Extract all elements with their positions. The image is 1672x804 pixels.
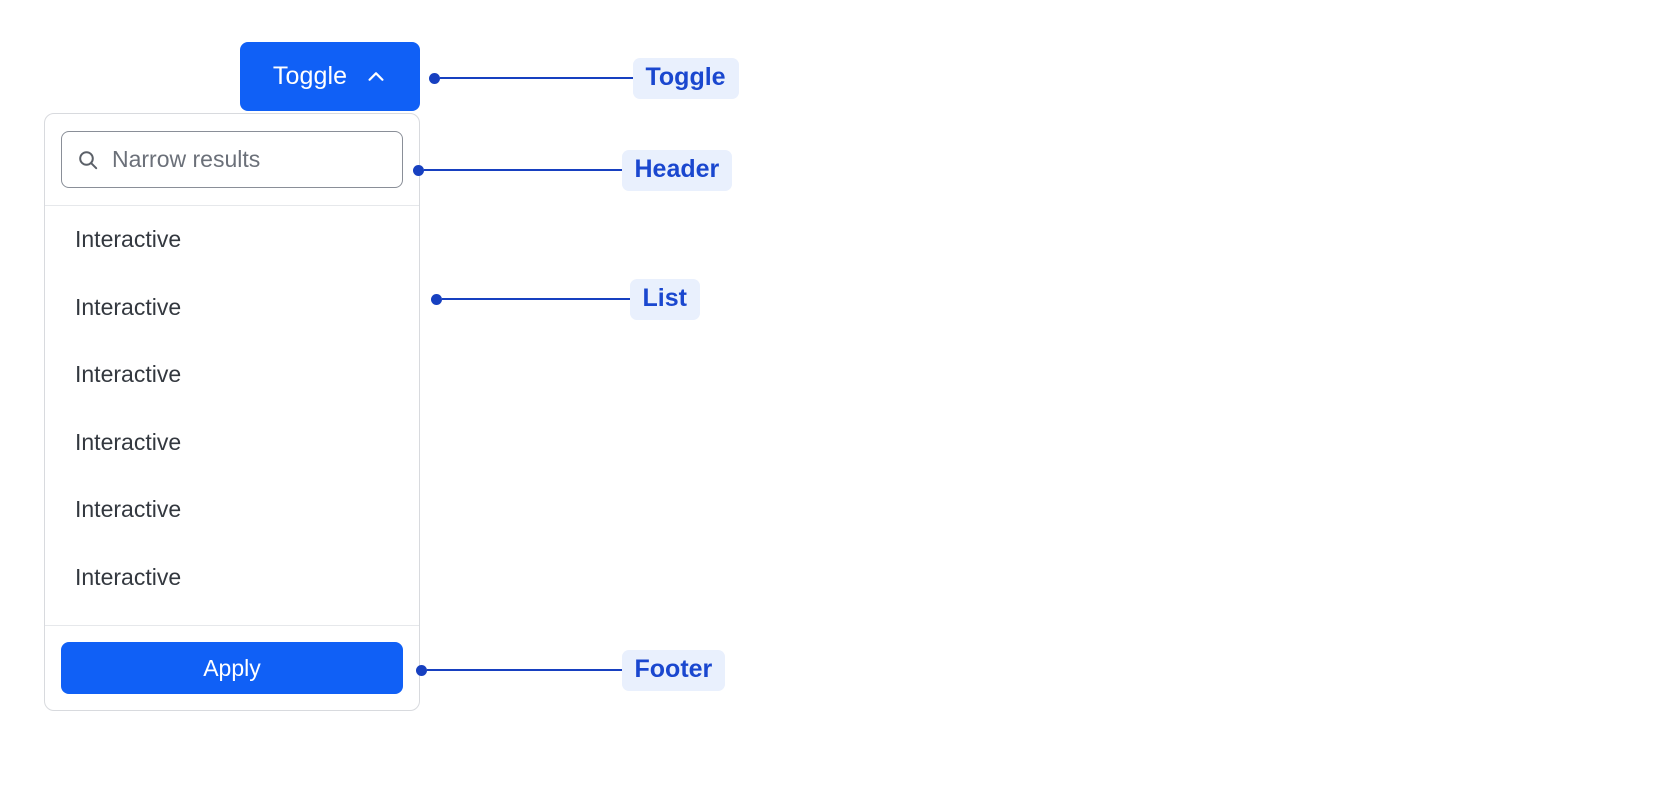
search-icon [76,148,100,172]
panel-header [45,114,419,206]
chevron-up-icon [365,66,387,88]
list-item[interactable]: Interactive [45,206,419,274]
annotation-line [439,77,634,79]
list-item[interactable]: Interactive [45,341,419,409]
annotation-dot [428,72,440,84]
annotation-label: Header [621,149,733,191]
search-input[interactable] [112,146,388,173]
panel-footer: Apply [45,625,419,710]
list-item-label: Interactive [75,496,182,523]
search-box[interactable] [61,131,403,188]
annotation-line [426,669,623,671]
annotation-label: Toggle [632,57,739,99]
list-item-label: Interactive [75,361,182,388]
list-item-label: Interactive [75,226,182,253]
dropdown-panel: Interactive Interactive Interactive Inte… [44,113,420,711]
list-item-label: Interactive [75,293,182,320]
list-item[interactable]: Interactive [45,274,419,342]
toggle-button-label: Toggle [272,62,348,90]
annotation-dot [412,164,424,176]
list-item[interactable]: Interactive [45,409,419,477]
toggle-button[interactable]: Toggle [240,42,420,111]
annotation-dot [415,664,427,676]
list-item-label: Interactive [75,563,182,590]
annotation-label: Footer [621,649,726,691]
list-item[interactable]: Interactive [45,544,419,612]
list-item-label: Interactive [75,428,182,455]
annotation-label: List [629,278,700,320]
annotation-line [441,298,631,300]
list-item[interactable]: Interactive [45,476,419,544]
annotation-line [423,169,623,171]
annotation-dot [430,293,442,305]
apply-button[interactable]: Apply [61,642,403,694]
panel-list: Interactive Interactive Interactive Inte… [45,206,419,625]
